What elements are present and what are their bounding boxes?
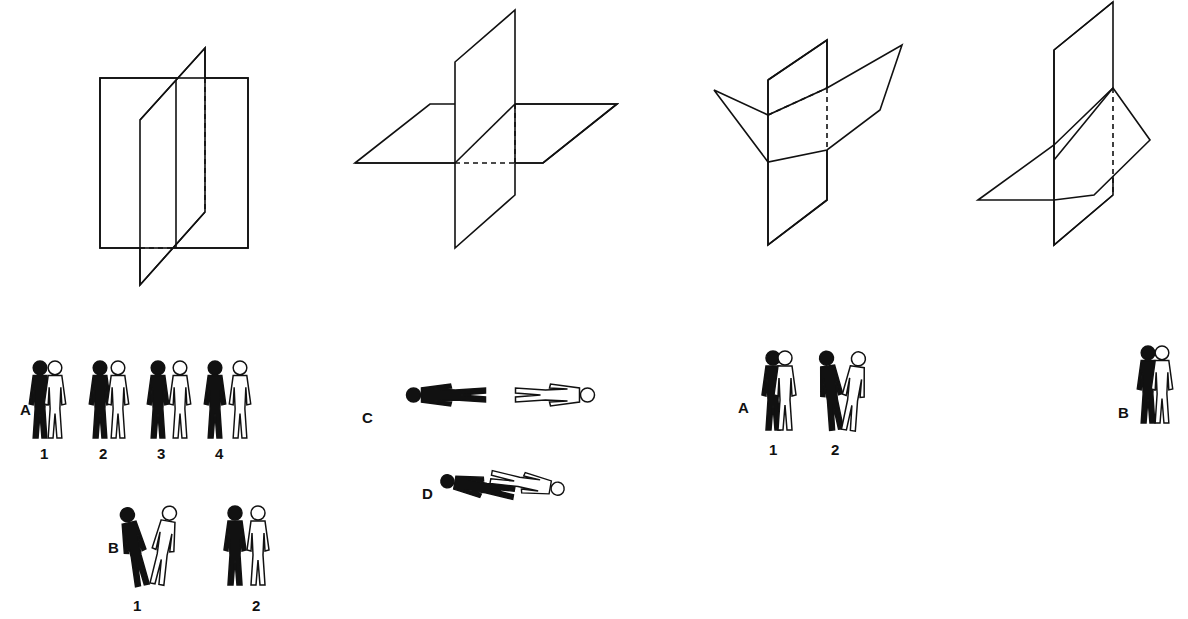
oblique-plane [978, 88, 1150, 200]
group-letter: A [20, 402, 31, 417]
view-number: 2 [99, 446, 107, 461]
sagittal-plane [140, 48, 205, 285]
view-number: 3 [157, 446, 165, 461]
group-letter: C [362, 410, 373, 425]
view-number: 2 [831, 442, 839, 457]
group-letter: B [108, 540, 119, 555]
view-number: 1 [769, 442, 777, 457]
sagittal-plane [455, 10, 515, 248]
view-number: 4 [215, 446, 223, 461]
group-letter: A [738, 400, 749, 415]
human-figures [29, 346, 1172, 588]
group-letter: B [1118, 405, 1129, 420]
view-number: 2 [252, 598, 260, 613]
view-number: 1 [133, 598, 141, 613]
view-number: 1 [40, 446, 48, 461]
oblique-plane [714, 45, 902, 162]
group-letter: D [422, 486, 433, 501]
